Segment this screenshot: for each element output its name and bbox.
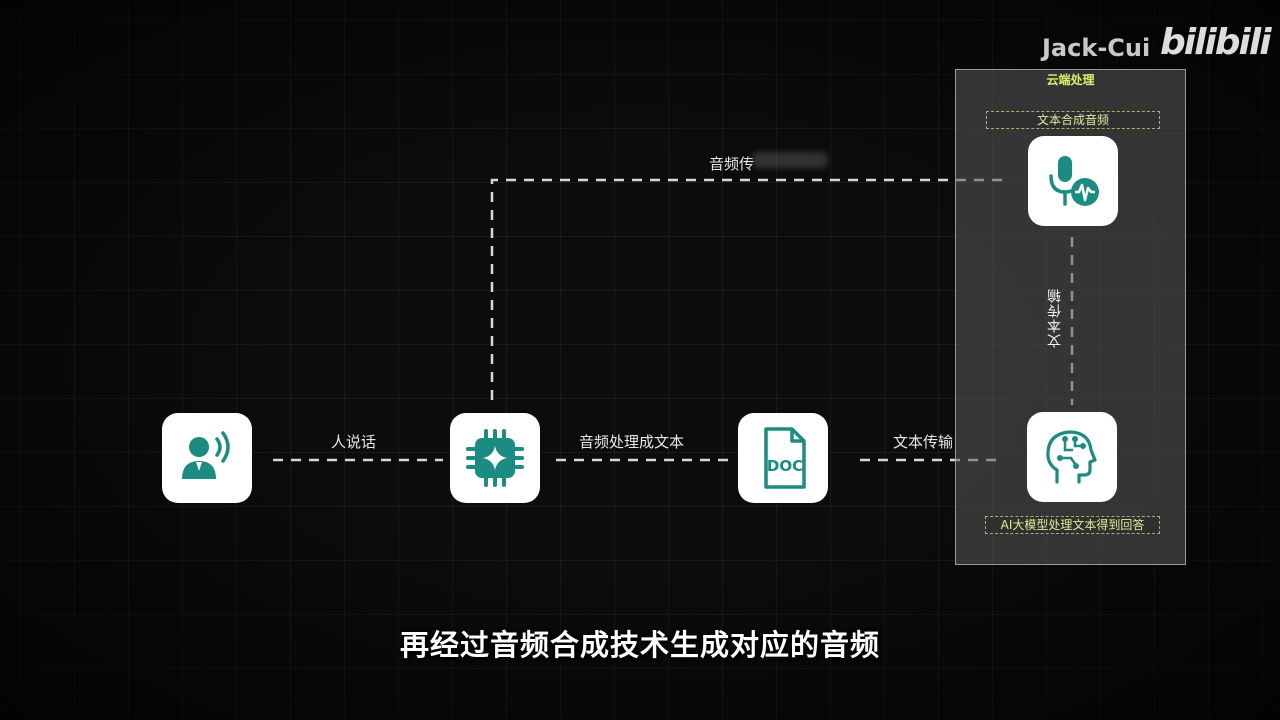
site-logo-watermark: bilibili	[1160, 22, 1272, 63]
blurred-text-region	[752, 152, 828, 168]
tts-tag: 文本合成音频	[986, 111, 1160, 129]
label-audio-return: 音频传	[709, 155, 755, 173]
author-watermark: Jack-Cui	[1042, 34, 1151, 62]
cloud-panel-title: 云端处理	[1046, 73, 1095, 87]
chip-icon	[466, 429, 524, 487]
doc-file-icon: DOC	[764, 427, 806, 489]
tts-node	[1028, 136, 1118, 226]
microphone-waveform-icon	[1049, 156, 1099, 206]
llm-tag: AI大模型处理文本得到回答	[985, 516, 1160, 534]
speaking-person-icon	[182, 431, 230, 479]
label-send-text: 文本传输	[893, 433, 954, 451]
subtitle-caption: 再经过音频合成技术生成对应的音频	[399, 628, 880, 662]
label-vertical-text-transfer: 文本传输	[1047, 288, 1063, 348]
ai-node	[1027, 412, 1117, 502]
label-speak: 人说话	[331, 433, 377, 451]
label-asr: 音频处理成文本	[579, 433, 685, 451]
edge-tts-to-chip	[490, 178, 1003, 400]
doc-label: DOC	[767, 457, 803, 475]
ai-head-icon	[1046, 430, 1097, 484]
doc-node: DOC	[738, 413, 828, 503]
person-node	[162, 413, 252, 503]
chip-node	[450, 413, 540, 503]
